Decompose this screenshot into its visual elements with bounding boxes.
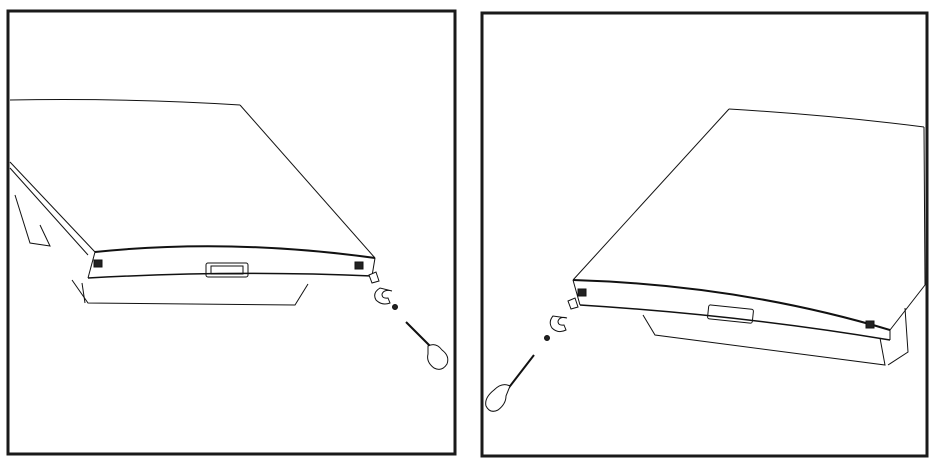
panel-frame (480, 11, 929, 458)
cabinet-foot (887, 307, 909, 366)
screwdriver-handle (485, 384, 511, 412)
door-front-left (87, 251, 96, 279)
hinge-bracket-icon (567, 297, 579, 310)
hinge-cover-icon (374, 287, 393, 305)
screwdriver-icon (405, 321, 449, 370)
door-front-sides (572, 279, 891, 340)
screw-icon (392, 304, 398, 310)
door-handle-inner (210, 265, 244, 275)
panel-right (480, 11, 929, 458)
hinge-hole-right (865, 320, 875, 329)
door-top-edge (9, 99, 241, 106)
screw-icon (544, 335, 550, 341)
cabinet-foot (14, 194, 51, 247)
screwdriver-icon (485, 354, 535, 412)
door-right-edge (239, 104, 376, 259)
door-top-edge (728, 108, 925, 128)
hinge-assembly (368, 271, 398, 310)
drawer (642, 307, 909, 366)
door-right-edge (889, 126, 926, 331)
screwdriver-shaft (506, 354, 535, 391)
door-handle (205, 262, 249, 278)
hinge-hole-left (93, 259, 103, 268)
hinge-bracket-icon (368, 271, 380, 284)
panel-left (6, 9, 457, 456)
door-handle (707, 304, 754, 324)
door-side-line (9, 167, 89, 256)
drawer-outline (642, 314, 886, 366)
door-front-bottom (579, 304, 891, 341)
door-left-edge (9, 161, 96, 253)
appliance-door (572, 108, 926, 341)
hinge-hole-right (354, 261, 364, 270)
hinge-assembly (544, 297, 579, 341)
door-front-top (94, 245, 376, 259)
screwdriver-shaft (405, 321, 433, 349)
hinge-cover-icon (549, 315, 568, 333)
panel-frame (6, 9, 457, 456)
appliance-door (9, 99, 376, 279)
drawer-edge (81, 282, 86, 304)
drawer-outline (71, 279, 309, 306)
screwdriver-handle (427, 344, 449, 370)
hinge-hole-left (577, 288, 587, 297)
door-front-top (572, 279, 891, 331)
door-left-edge (572, 108, 730, 281)
drawer (14, 194, 309, 306)
